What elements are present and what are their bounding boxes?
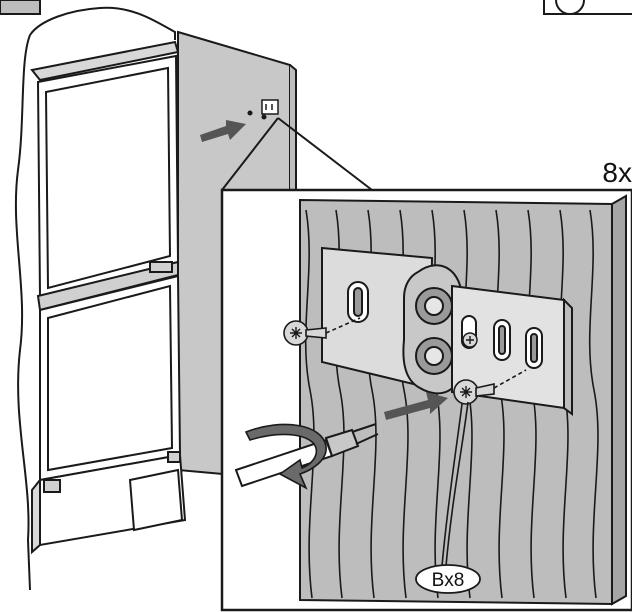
quantity-label: 8x — [602, 157, 632, 188]
rotation-arrow-icon — [244, 423, 327, 490]
corner-badge-right — [543, 0, 632, 15]
screwdriver-icon — [234, 423, 379, 488]
screw-callout-leader — [441, 401, 469, 567]
arrow-right-icon — [200, 120, 246, 142]
screw-icon — [453, 369, 527, 405]
corner-badge-left — [0, 0, 41, 15]
screw-callout-label: Bx8 — [415, 564, 481, 594]
mounting-plate-right — [451, 284, 573, 416]
screw-icon — [283, 317, 361, 346]
detail-panel: Bx8 — [220, 188, 632, 612]
bracket-small-icon — [247, 99, 279, 120]
arrow-right-icon — [384, 392, 448, 420]
fridge-cabinet — [14, 6, 297, 591]
screw-icon — [462, 332, 478, 348]
hinge-block — [402, 264, 463, 395]
magnifier-callout-icon — [221, 117, 373, 191]
screw-callout-text: Bx8 — [432, 570, 465, 591]
